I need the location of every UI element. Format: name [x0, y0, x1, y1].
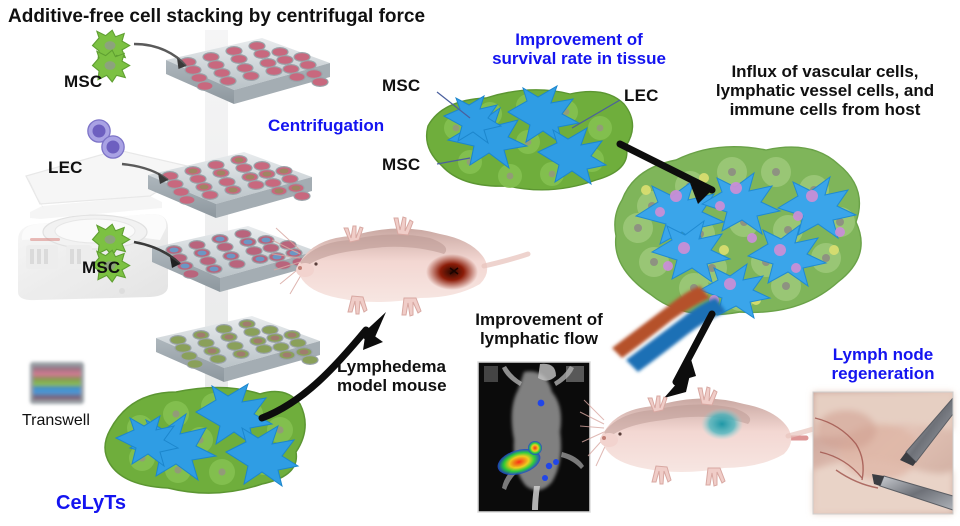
celyts-lec-network: [114, 382, 300, 488]
host-infiltrated-graft: [612, 146, 862, 372]
label-msc-top: MSC: [64, 72, 103, 91]
lymph-node-regeneration-photo: [812, 391, 954, 515]
label-msc-mid: MSC: [82, 258, 121, 277]
label-lymphedema-mouse: Lymphedema model mouse: [337, 357, 447, 396]
heading-lymphatic-flow: Improvement of lymphatic flow: [475, 310, 603, 349]
host-blood-vessels: [612, 286, 726, 372]
arrow-graft-to-mouse: [664, 310, 716, 398]
transwell-inset: [30, 362, 84, 404]
plate-3-msc: [152, 226, 316, 292]
figure-title: Additive-free cell stacking by centrifug…: [8, 6, 426, 27]
ivis-lymphatic-flow-photo: [477, 361, 591, 513]
leader-msc-upper: [436, 91, 471, 119]
centrifugation-flow-arrow: [186, 30, 246, 430]
plate-2-lec: [148, 152, 312, 218]
leader-lec: [571, 99, 621, 129]
plate-1-wells: [179, 40, 329, 91]
celyts-sheet-center: [425, 84, 634, 191]
whiskers-top: [271, 227, 305, 295]
lymphedema-model-mouse: [271, 216, 531, 317]
heading-lymph-node: Lymph node regeneration: [831, 345, 935, 384]
celyts-sheet-lec-network: [442, 84, 608, 186]
heading-influx: Influx of vascular cells, lymphatic vess…: [715, 62, 935, 120]
vasculature: [814, 417, 879, 489]
heading-survival-rate: Improvement of survival rate in tissue: [492, 30, 666, 69]
callout-lec: LEC: [624, 86, 659, 105]
label-lec: LEC: [48, 158, 83, 177]
plate-1-msc: [166, 38, 330, 104]
label-transwell: Transwell: [22, 412, 90, 429]
immune-cells: [655, 182, 845, 305]
leader-msc-lower: [436, 157, 471, 165]
callout-msc-upper: MSC: [382, 76, 421, 95]
seed-arrow-lec: [121, 162, 169, 181]
treated-mouse: [579, 386, 831, 487]
label-celyts: CeLyTs: [56, 492, 127, 514]
seed-arrow-msc-2: [133, 240, 181, 265]
ivis-signal-hotspot: [497, 448, 541, 476]
lec-cells: [87, 119, 125, 159]
seed-arrow-msc-1: [133, 42, 187, 67]
callout-msc-lower: MSC: [382, 155, 421, 174]
plate-4-stacked: [156, 316, 320, 382]
arrow-celyts-to-mouse: [258, 312, 386, 422]
arrow-sheet-to-graft: [616, 140, 716, 204]
healed-spot: [701, 408, 743, 440]
celyts-tissue-construct: [104, 382, 306, 494]
label-centrifugation: Centrifugation: [268, 116, 385, 135]
